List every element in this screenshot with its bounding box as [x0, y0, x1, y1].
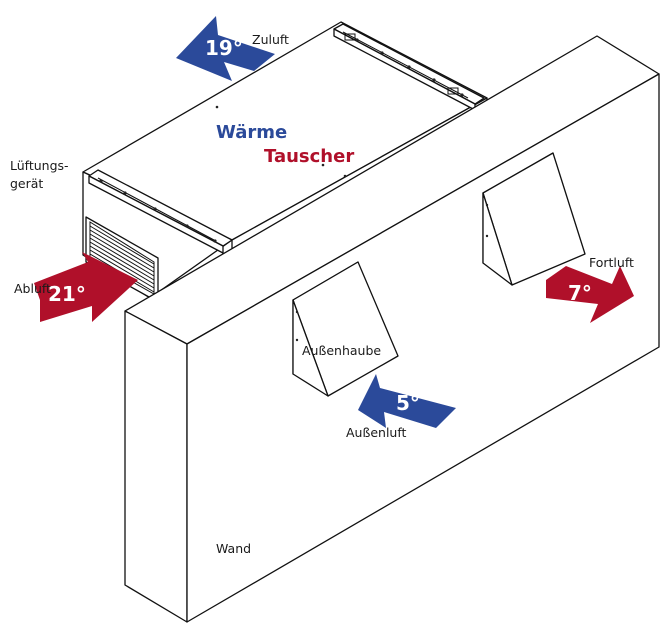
- outdoor-air-arrow-shape: [358, 374, 456, 428]
- supply-air-temp: 19°: [205, 36, 243, 60]
- outdoor-air-temp: 5°: [396, 391, 420, 415]
- label-aussenhaube: Außenhaube: [302, 343, 381, 358]
- label-abluft: Abluft: [14, 281, 51, 296]
- extract-air-arrow-shape: [34, 252, 138, 322]
- title-tauscher: Tauscher: [264, 146, 354, 167]
- extract-air-temp: 21°: [48, 282, 86, 306]
- label-unit-line2: gerät: [10, 176, 43, 191]
- label-fortluft: Fortluft: [589, 255, 634, 270]
- title-waerme: Wärme: [216, 122, 287, 143]
- wall-left-face: [124, 310, 188, 623]
- outdoor-hood-intake: [292, 261, 399, 397]
- label-aussenluft: Außenluft: [346, 425, 407, 440]
- mounting-rail-front: [88, 169, 233, 254]
- exhaust-air-arrow: 7°: [546, 266, 634, 323]
- outdoor-hood-exhaust: [482, 152, 586, 286]
- label-unit-line1: Lüftungs-: [10, 158, 69, 173]
- supply-air-arrow: 19°: [176, 16, 275, 81]
- exhaust-grille: [85, 216, 159, 303]
- exhaust-air-temp: 7°: [568, 281, 592, 305]
- extract-air-arrow: 21°: [34, 252, 138, 322]
- label-wand: Wand: [216, 541, 251, 556]
- supply-air-arrow-shape: [176, 16, 275, 81]
- exhaust-air-arrow-shape: [546, 266, 634, 323]
- label-zuluft: Zuluft: [252, 32, 289, 47]
- outdoor-air-arrow: 5°: [358, 374, 456, 428]
